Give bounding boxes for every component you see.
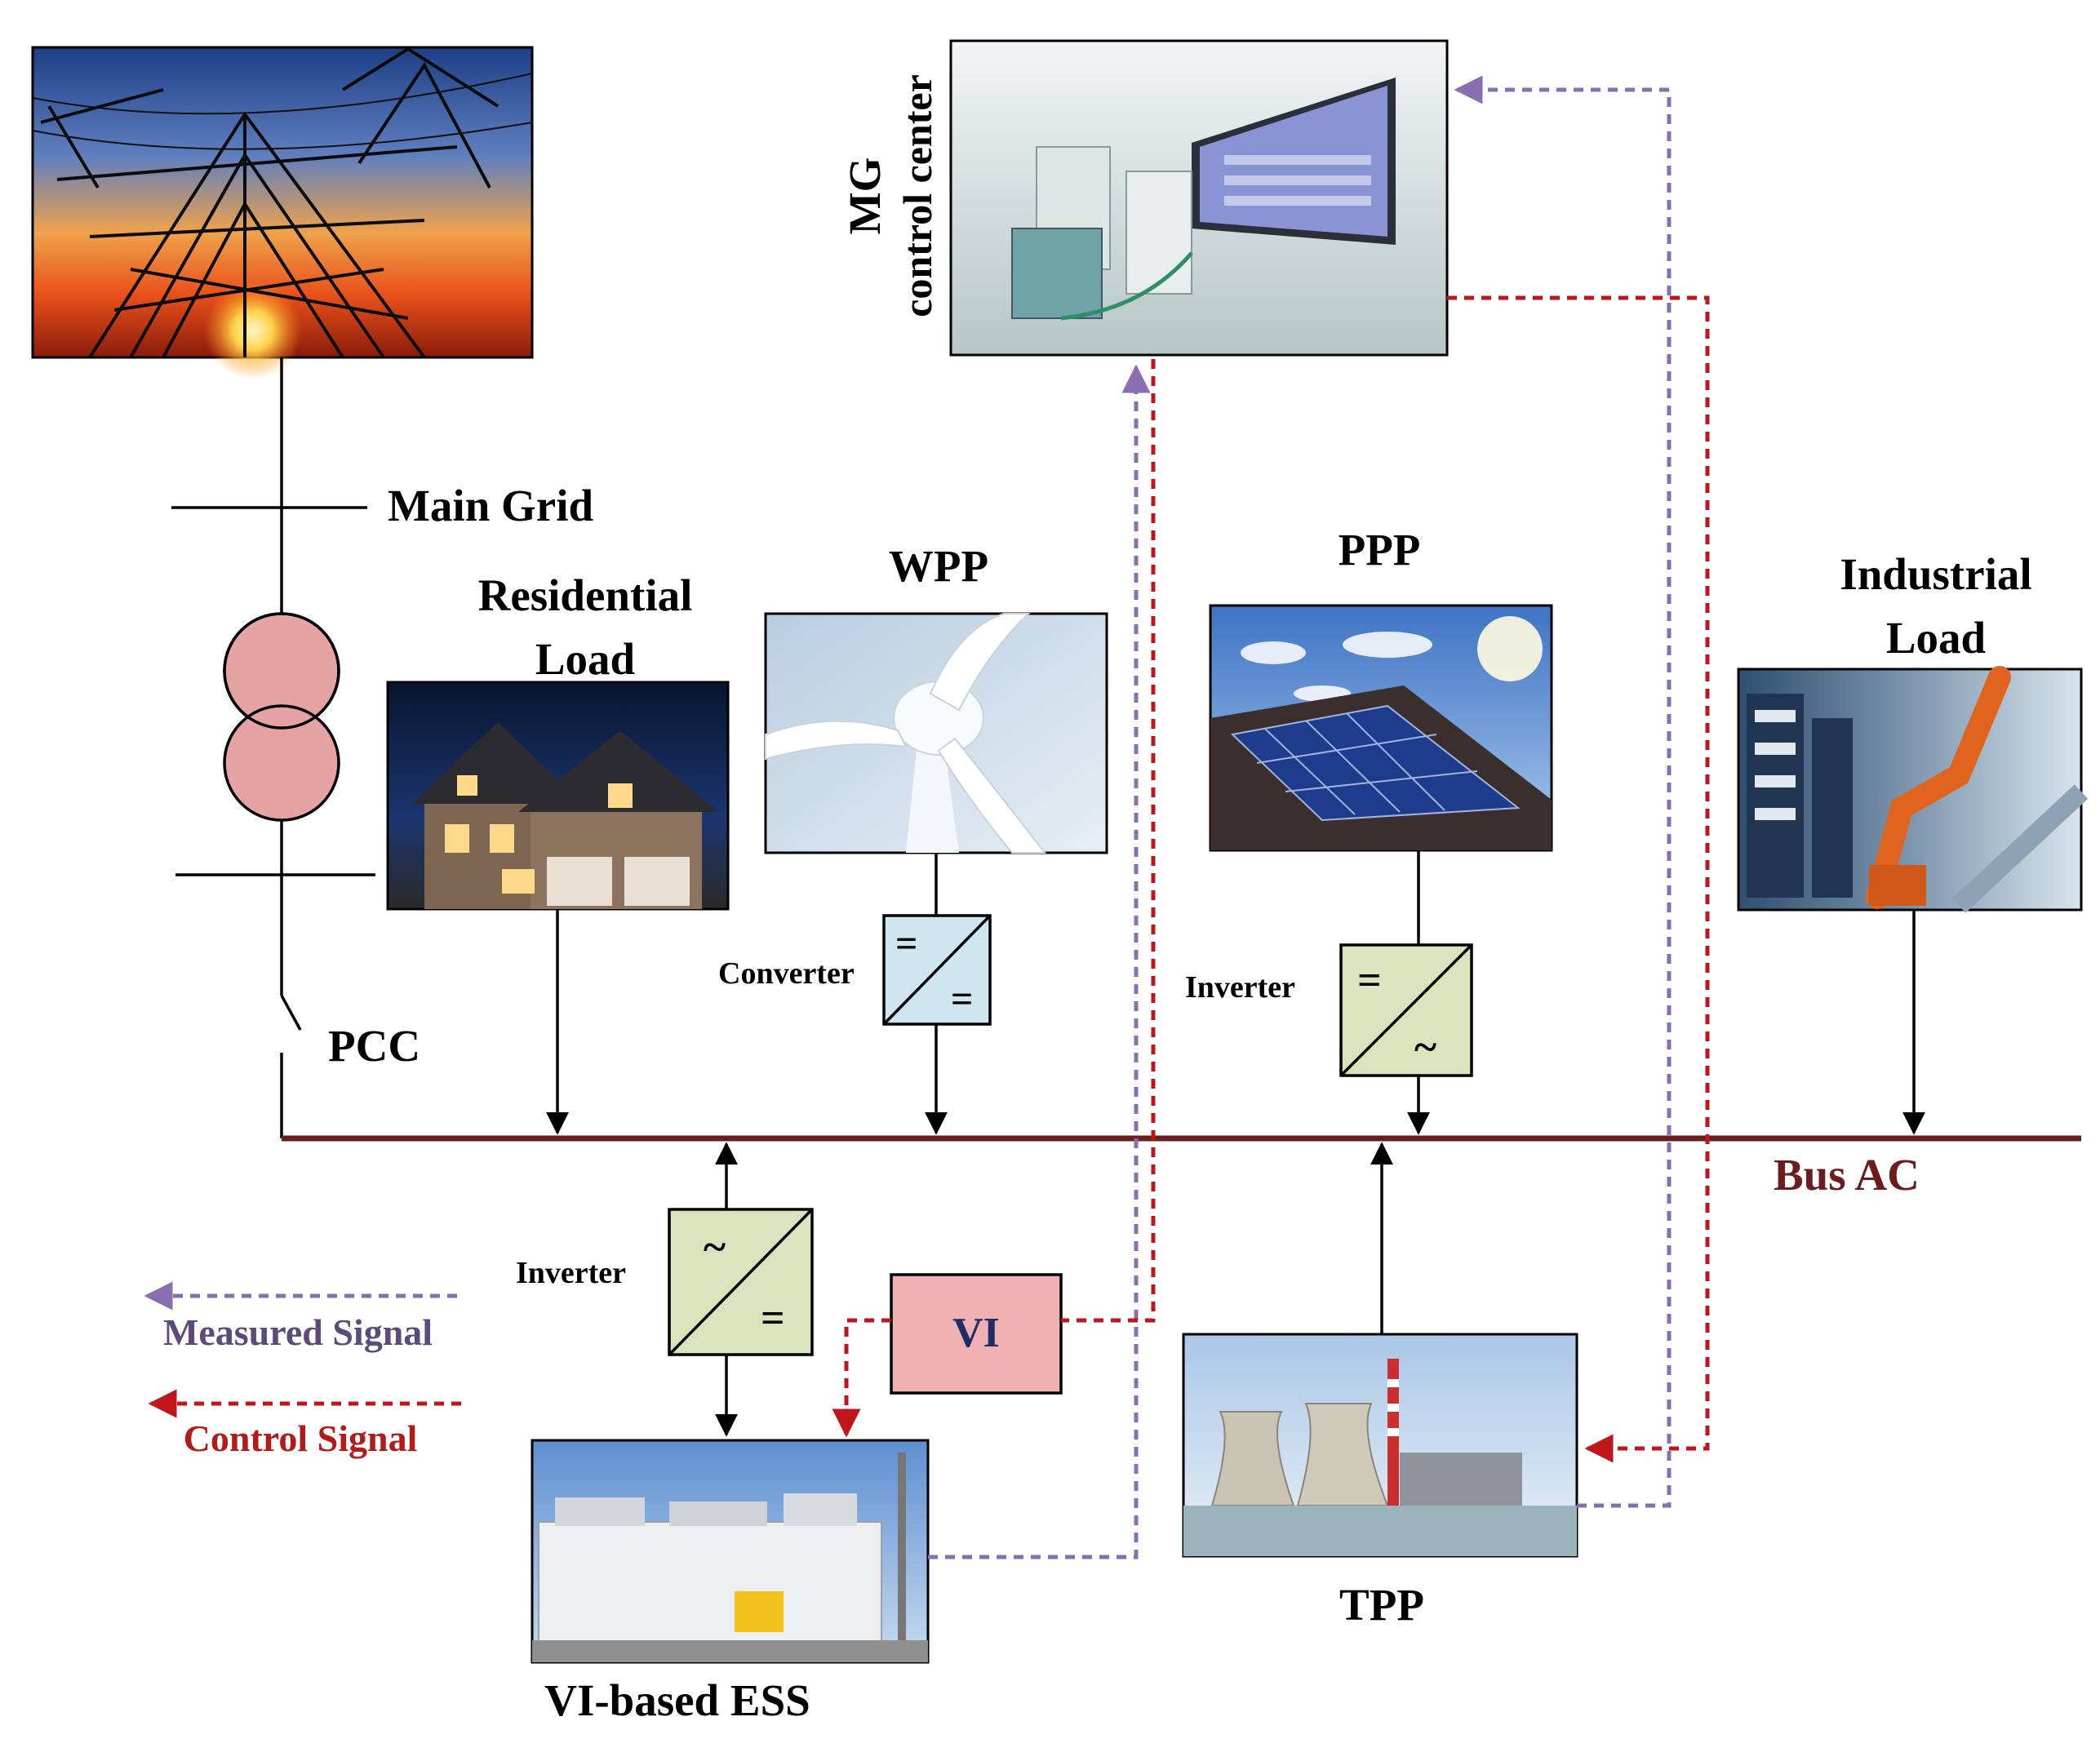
converter-dc-out-symbol: = <box>951 978 973 1021</box>
ppp-inverter-ac-symbol: ~ <box>1414 1024 1436 1071</box>
residential-load-label-line2: Load <box>535 634 635 684</box>
wpp-converter: = = <box>882 914 992 1026</box>
vi-to-ess-control-signal <box>832 1318 891 1438</box>
ppp-image <box>1209 604 1553 852</box>
ess-inverter-label: Inverter <box>516 1256 626 1290</box>
industrial-load-image <box>1737 666 2089 913</box>
tpp-image <box>1182 1333 1578 1558</box>
ess-inverter-dc-symbol: = <box>761 1295 785 1342</box>
mg-control-center-label-line1: MG <box>840 157 890 235</box>
ess-measured-signal <box>928 364 1151 1559</box>
ppp-inverter: = ~ <box>1339 943 1473 1077</box>
residential-load-label-line1: Residential <box>478 570 693 620</box>
ess-inverter-ac-symbol: ~ <box>704 1224 726 1271</box>
grid-wiring <box>171 357 375 1138</box>
wpp-label: WPP <box>889 541 988 591</box>
vi-label: VI <box>952 1310 1000 1356</box>
transformer <box>223 612 340 822</box>
bus-ac-label: Bus AC <box>1774 1150 1920 1200</box>
pcc-label: PCC <box>328 1021 420 1071</box>
ppp-inverter-dc-symbol: = <box>1357 957 1382 1004</box>
vi-control-signal <box>1061 359 1156 1323</box>
ess-image <box>531 1439 930 1664</box>
tpp-label: TPP <box>1339 1580 1424 1630</box>
vi-block: VI <box>890 1273 1063 1395</box>
legend-measured-label: Measured Signal <box>163 1311 433 1353</box>
mg-control-center-label: MG control center <box>840 74 940 317</box>
converter-label: Converter <box>718 956 855 991</box>
main-grid-image <box>31 46 534 379</box>
industrial-load-label-line2: Load <box>1886 613 1986 663</box>
mg-control-center-image <box>949 39 1449 357</box>
converter-dc-in-symbol: = <box>895 922 917 965</box>
residential-load-image <box>386 681 730 911</box>
control-signals <box>148 295 1710 1463</box>
mg-control-center-label-line2: control center <box>895 74 940 317</box>
ppp-label: PPP <box>1339 525 1421 574</box>
ess-label: VI-based ESS <box>544 1675 810 1725</box>
ess-inverter: ~ = <box>668 1208 814 1356</box>
power-flows <box>546 850 1925 1437</box>
ppp-inverter-label: Inverter <box>1185 970 1295 1005</box>
main-grid-label: Main Grid <box>388 481 593 530</box>
industrial-load-label-line1: Industrial <box>1840 549 2031 599</box>
measured-signals <box>144 75 1672 1559</box>
legend-control-label: Control Signal <box>184 1417 418 1459</box>
tpp-measured-signal <box>1454 75 1672 1508</box>
pcc-switch <box>280 995 302 1031</box>
wpp-image <box>764 612 1108 854</box>
